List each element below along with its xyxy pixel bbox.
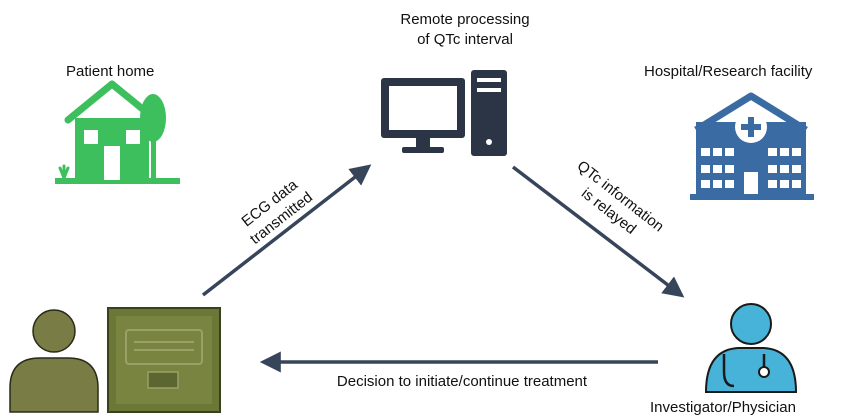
arrow-computer-to-physician xyxy=(511,165,685,298)
house-icon xyxy=(55,80,180,184)
patient-home-label: Patient home xyxy=(66,63,155,80)
remote-processing-line-2: of QTc interval xyxy=(417,31,513,48)
physician-icon xyxy=(704,303,798,393)
computer-icon xyxy=(381,70,507,156)
hospital-icon xyxy=(690,92,814,200)
patient-icon xyxy=(9,309,99,413)
qtc-arrow-label: QTc information is relayed xyxy=(574,157,667,237)
decision-arrow-label: Decision to initiate/continue treatment xyxy=(337,373,588,390)
arrow-ecg-to-computer xyxy=(201,164,372,297)
hospital-label: Hospital/Research facility xyxy=(644,63,813,80)
investigator-label: Investigator/Physician xyxy=(650,399,796,416)
ecg-device-icon xyxy=(107,307,221,413)
remote-processing-line-1: Remote processing xyxy=(400,11,530,28)
remote-processing-label: Remote processing of QTc interval xyxy=(370,10,560,50)
